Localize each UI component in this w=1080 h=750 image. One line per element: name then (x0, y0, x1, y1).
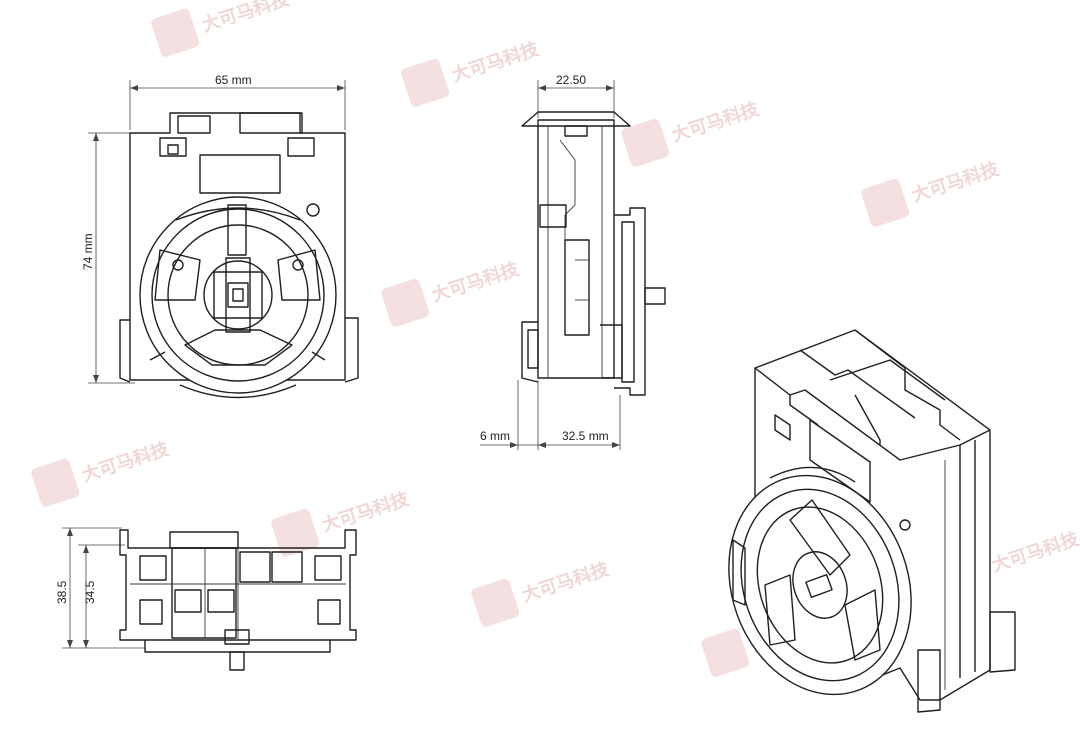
side-depth-label: 32.5 mm (562, 429, 609, 443)
bottom-view: 38.5 34.5 (55, 527, 357, 671)
watermark: 大可马科技 (381, 258, 522, 327)
svg-text:大可马科技: 大可马科技 (909, 158, 1002, 207)
bottom-inner-label: 34.5 (83, 580, 97, 604)
front-height-dimension: 74 mm (81, 132, 135, 384)
watermark: 大可马科技 (271, 488, 412, 557)
svg-text:大可马科技: 大可马科技 (319, 488, 412, 537)
svg-text:大可马科技: 大可马科技 (669, 98, 762, 147)
front-width-dimension: 65 mm (129, 73, 346, 130)
watermark: 大可马科技 (401, 38, 542, 107)
side-offset-label: 6 mm (480, 429, 510, 443)
front-view: 65 mm 74 mm (81, 73, 359, 399)
watermark: 大可马科技 (31, 438, 172, 507)
isometric-view (728, 329, 1016, 713)
side-top-dimension: 22.50 (537, 73, 615, 118)
bottom-outer-label: 38.5 (55, 580, 69, 604)
bottom-height-dimensions: 38.5 34.5 (55, 527, 145, 649)
front-width-label: 65 mm (215, 73, 252, 87)
svg-text:大可马科技: 大可马科技 (79, 438, 172, 487)
svg-text:大可马科技: 大可马科技 (519, 558, 612, 607)
svg-text:大可马科技: 大可马科技 (449, 38, 542, 87)
side-top-label: 22.50 (556, 73, 586, 87)
watermark: 大可马科技 (151, 0, 292, 57)
side-bottom-dimensions: 6 mm 32.5 mm (480, 380, 621, 450)
svg-text:大可马科技: 大可马科技 (199, 0, 292, 37)
svg-text:大可马科技: 大可马科技 (989, 528, 1080, 577)
watermark: 大可马科技 (621, 98, 762, 167)
front-height-label: 74 mm (81, 233, 95, 270)
watermark: 大可马科技 (861, 158, 1002, 227)
watermark: 大可马科技 (471, 558, 612, 627)
svg-text:大可马科技: 大可马科技 (429, 258, 522, 307)
side-view: 22.50 6 mm 32.5 mm (480, 73, 666, 450)
